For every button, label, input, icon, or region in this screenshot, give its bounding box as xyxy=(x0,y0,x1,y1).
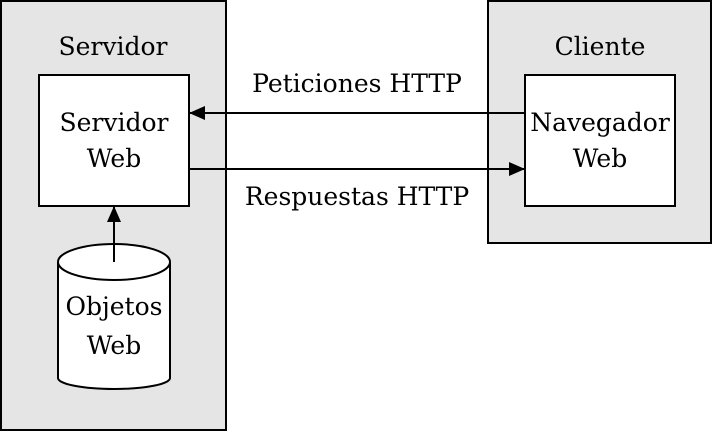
web-server-box: Servidor Web xyxy=(38,74,190,207)
server-title: Servidor xyxy=(59,32,168,61)
http-requests-arrow-group: Peticiones HTTP xyxy=(189,69,525,120)
web-browser-label-line1: Navegador xyxy=(530,108,670,137)
web-server-rect xyxy=(38,74,190,207)
web-browser-rect xyxy=(524,74,676,207)
http-responses-arrow-group: Respuestas HTTP xyxy=(189,162,525,211)
web-objects-cylinder-body xyxy=(57,262,171,390)
client-container: Cliente Navegador Web xyxy=(487,0,712,244)
web-browser-box: Navegador Web xyxy=(524,74,676,207)
web-server-label-line2: Web xyxy=(87,144,141,173)
http-requests-label: Peticiones HTTP xyxy=(252,69,462,98)
web-objects-database: Objetos Web xyxy=(57,243,171,390)
http-responses-label: Respuestas HTTP xyxy=(245,182,469,211)
web-server-label-line1: Servidor xyxy=(60,108,169,137)
web-objects-label-line1: Objetos xyxy=(66,292,163,321)
web-browser-label-line2: Web xyxy=(573,144,627,173)
client-title: Cliente xyxy=(555,32,646,61)
server-container: Servidor Servidor Web Objetos Web xyxy=(0,0,227,431)
web-objects-label-line2: Web xyxy=(87,331,141,360)
